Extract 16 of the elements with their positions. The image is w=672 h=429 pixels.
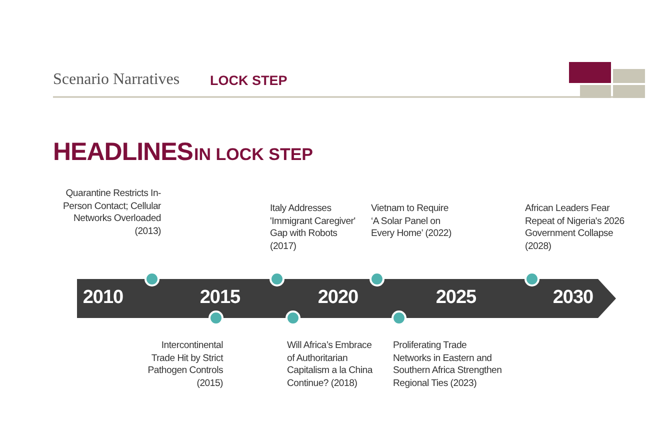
headline-text: Intercontinental Trade Hit by Strict Pathogen Controls (2015) [146,340,223,390]
year-label: 2030 [552,287,594,309]
headline-text: Will Africa’s Embrace of Authoritarian Capitalism a la China Continue? (2018) [287,340,374,390]
page-title: HEADLINES [53,138,193,167]
headline-text: African Leaders Fear Repeat of Nigeria's 2026 Government Collapse (2028) [525,203,626,254]
year-label: 2025 [436,287,476,309]
title-subtext: IN LOCK STEP [194,145,314,165]
header-subtitle: LOCK STEP [210,73,288,88]
headline-text: Vietnam to Require ‘A Solar Panel on Every Home’ (2022) [371,203,452,241]
year-label: 2020 [318,287,358,309]
header-text: Scenario Narratives [53,71,180,89]
headline-text: Italy Addresses 'Immigrant Caregiver' Gap with Robots (2017) [270,203,356,254]
year-label: 2010 [82,287,124,309]
headline-text: Quarantine Restricts In-Person Contact; Cellular Networks Overloaded (2013) [62,188,161,238]
headline-text: Proliferating Trade Networks in Eastern and Southern Africa Strengthen Regional Ties (2023) [393,340,503,390]
year-label: 2015 [200,287,240,309]
